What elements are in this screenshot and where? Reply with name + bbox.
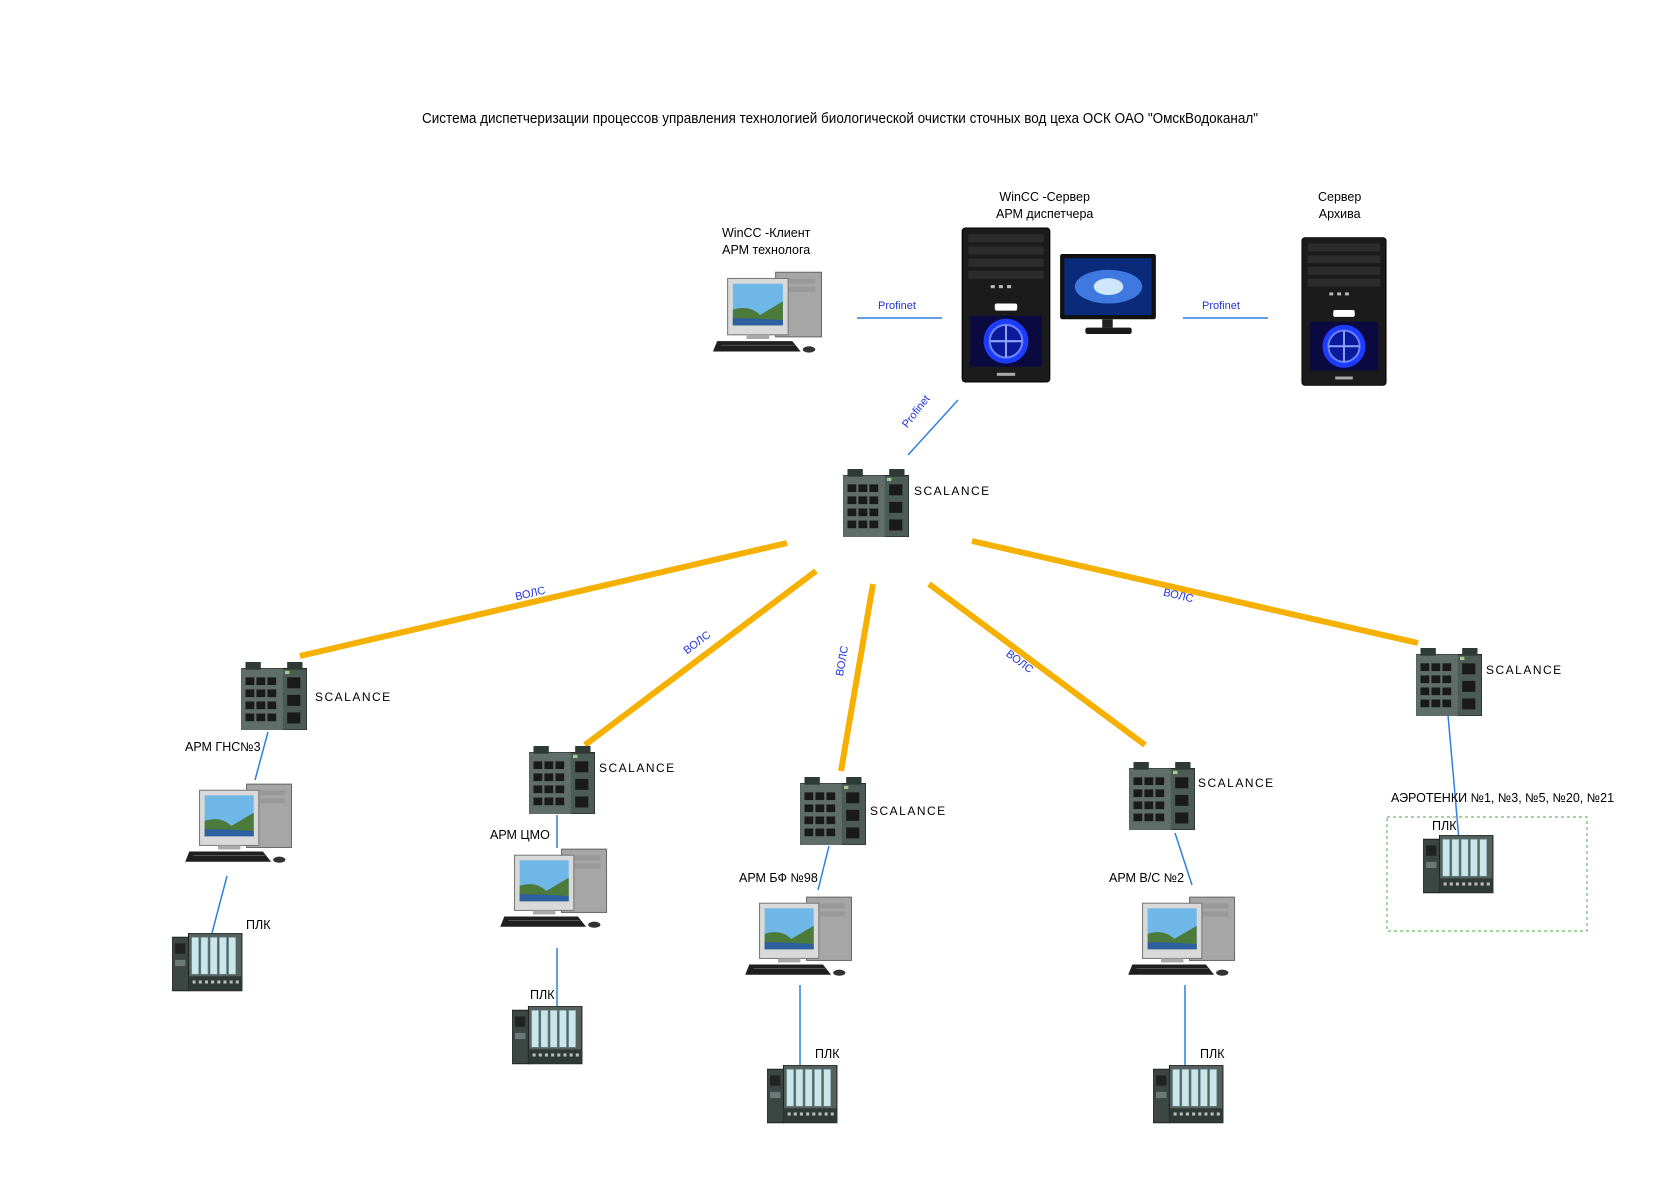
server-tower-icon xyxy=(961,227,1051,383)
fiber-link-4 xyxy=(927,581,1147,748)
server-label-line1: WinCC -Сервер xyxy=(999,190,1090,204)
branch-4-switch-icon xyxy=(1129,762,1195,830)
branch-5-switch-icon xyxy=(1416,648,1482,716)
fiber-link-3 xyxy=(838,583,876,772)
archive-label: Сервер Архива xyxy=(1318,189,1361,223)
profinet-right-label: Profinet xyxy=(1202,300,1240,312)
ethernet-link-b5-switch-plc xyxy=(1447,714,1460,841)
archive-server-tower-icon xyxy=(1300,236,1388,387)
branch-1-plc-label: ПЛК xyxy=(246,918,271,932)
server-label: WinCC -Сервер АРМ диспетчера xyxy=(996,189,1093,223)
ethernet-link-b1-arm-plc xyxy=(211,875,228,934)
client-label-line1: WinCC -Клиент xyxy=(722,226,811,240)
ethernet-link-b4-switch-arm xyxy=(1174,832,1193,886)
branch-2-workstation-icon xyxy=(500,848,608,929)
branch-1-switch-label: SCALANCE xyxy=(315,690,392,704)
central-switch-icon xyxy=(843,469,909,537)
branch-1-plc-icon xyxy=(172,933,243,992)
central-switch-label: SCALANCE xyxy=(914,484,991,498)
client-workstation-icon xyxy=(713,271,823,354)
fiber-link-1 xyxy=(299,540,788,659)
branch-2-arm-label: АРМ ЦМО xyxy=(490,828,550,842)
ethernet-link-b1-switch-arm xyxy=(254,731,269,781)
branch-3-plc-label: ПЛК xyxy=(815,1047,840,1061)
branch-4-arm-label: АРМ В/С №2 xyxy=(1109,871,1185,885)
diagram-title: Система диспетчеризации процессов управл… xyxy=(422,110,1258,127)
branch-5-group-label: АЭРОТЕНКИ №1, №3, №5, №20, №21 xyxy=(1391,791,1615,805)
branch-2-plc-icon xyxy=(512,1006,583,1065)
client-label-line2: АРМ технолога xyxy=(722,243,811,257)
profinet-link-server-switch xyxy=(907,399,959,456)
server-monitor-icon xyxy=(1060,254,1156,334)
branch-3-workstation-icon xyxy=(745,896,853,977)
branch-1-arm-label: АРМ ГНС№3 xyxy=(185,740,261,754)
archive-label-line2: Архива xyxy=(1318,207,1361,221)
branch-2-plc-label: ПЛК xyxy=(530,988,555,1002)
branch-1-switch-icon xyxy=(241,662,307,730)
branch-2-switch-icon xyxy=(529,746,595,814)
branch-3-switch-icon xyxy=(800,777,866,845)
fiber-link-2 xyxy=(583,568,818,748)
branch-4-plc-icon xyxy=(1153,1065,1224,1124)
branch-4-workstation-icon xyxy=(1128,896,1236,977)
plc-group-box xyxy=(1386,816,1588,932)
branch-2-switch-label: SCALANCE xyxy=(599,761,676,775)
branch-5-switch-label: SCALANCE xyxy=(1486,663,1563,677)
branch-3-plc-icon xyxy=(767,1065,838,1124)
branch-1-workstation-icon xyxy=(185,783,293,864)
branch-4-plc-label: ПЛК xyxy=(1200,1047,1225,1061)
branch-5-plc-label: ПЛК xyxy=(1432,819,1457,833)
profinet-left-label: Profinet xyxy=(878,300,916,312)
branch-4-switch-label: SCALANCE xyxy=(1198,776,1275,790)
ethernet-link-b3-switch-arm xyxy=(817,845,830,891)
client-label: WinCC -Клиент АРМ технолога xyxy=(722,225,810,259)
branch-3-switch-label: SCALANCE xyxy=(870,804,947,818)
branch-5-plc-icon xyxy=(1423,835,1494,894)
branch-3-arm-label: АРМ БФ №98 xyxy=(739,871,818,885)
fiber-link-5 xyxy=(971,538,1419,646)
archive-label-line1: Сервер xyxy=(1318,190,1362,204)
server-label-line2: АРМ диспетчера xyxy=(996,207,1094,221)
